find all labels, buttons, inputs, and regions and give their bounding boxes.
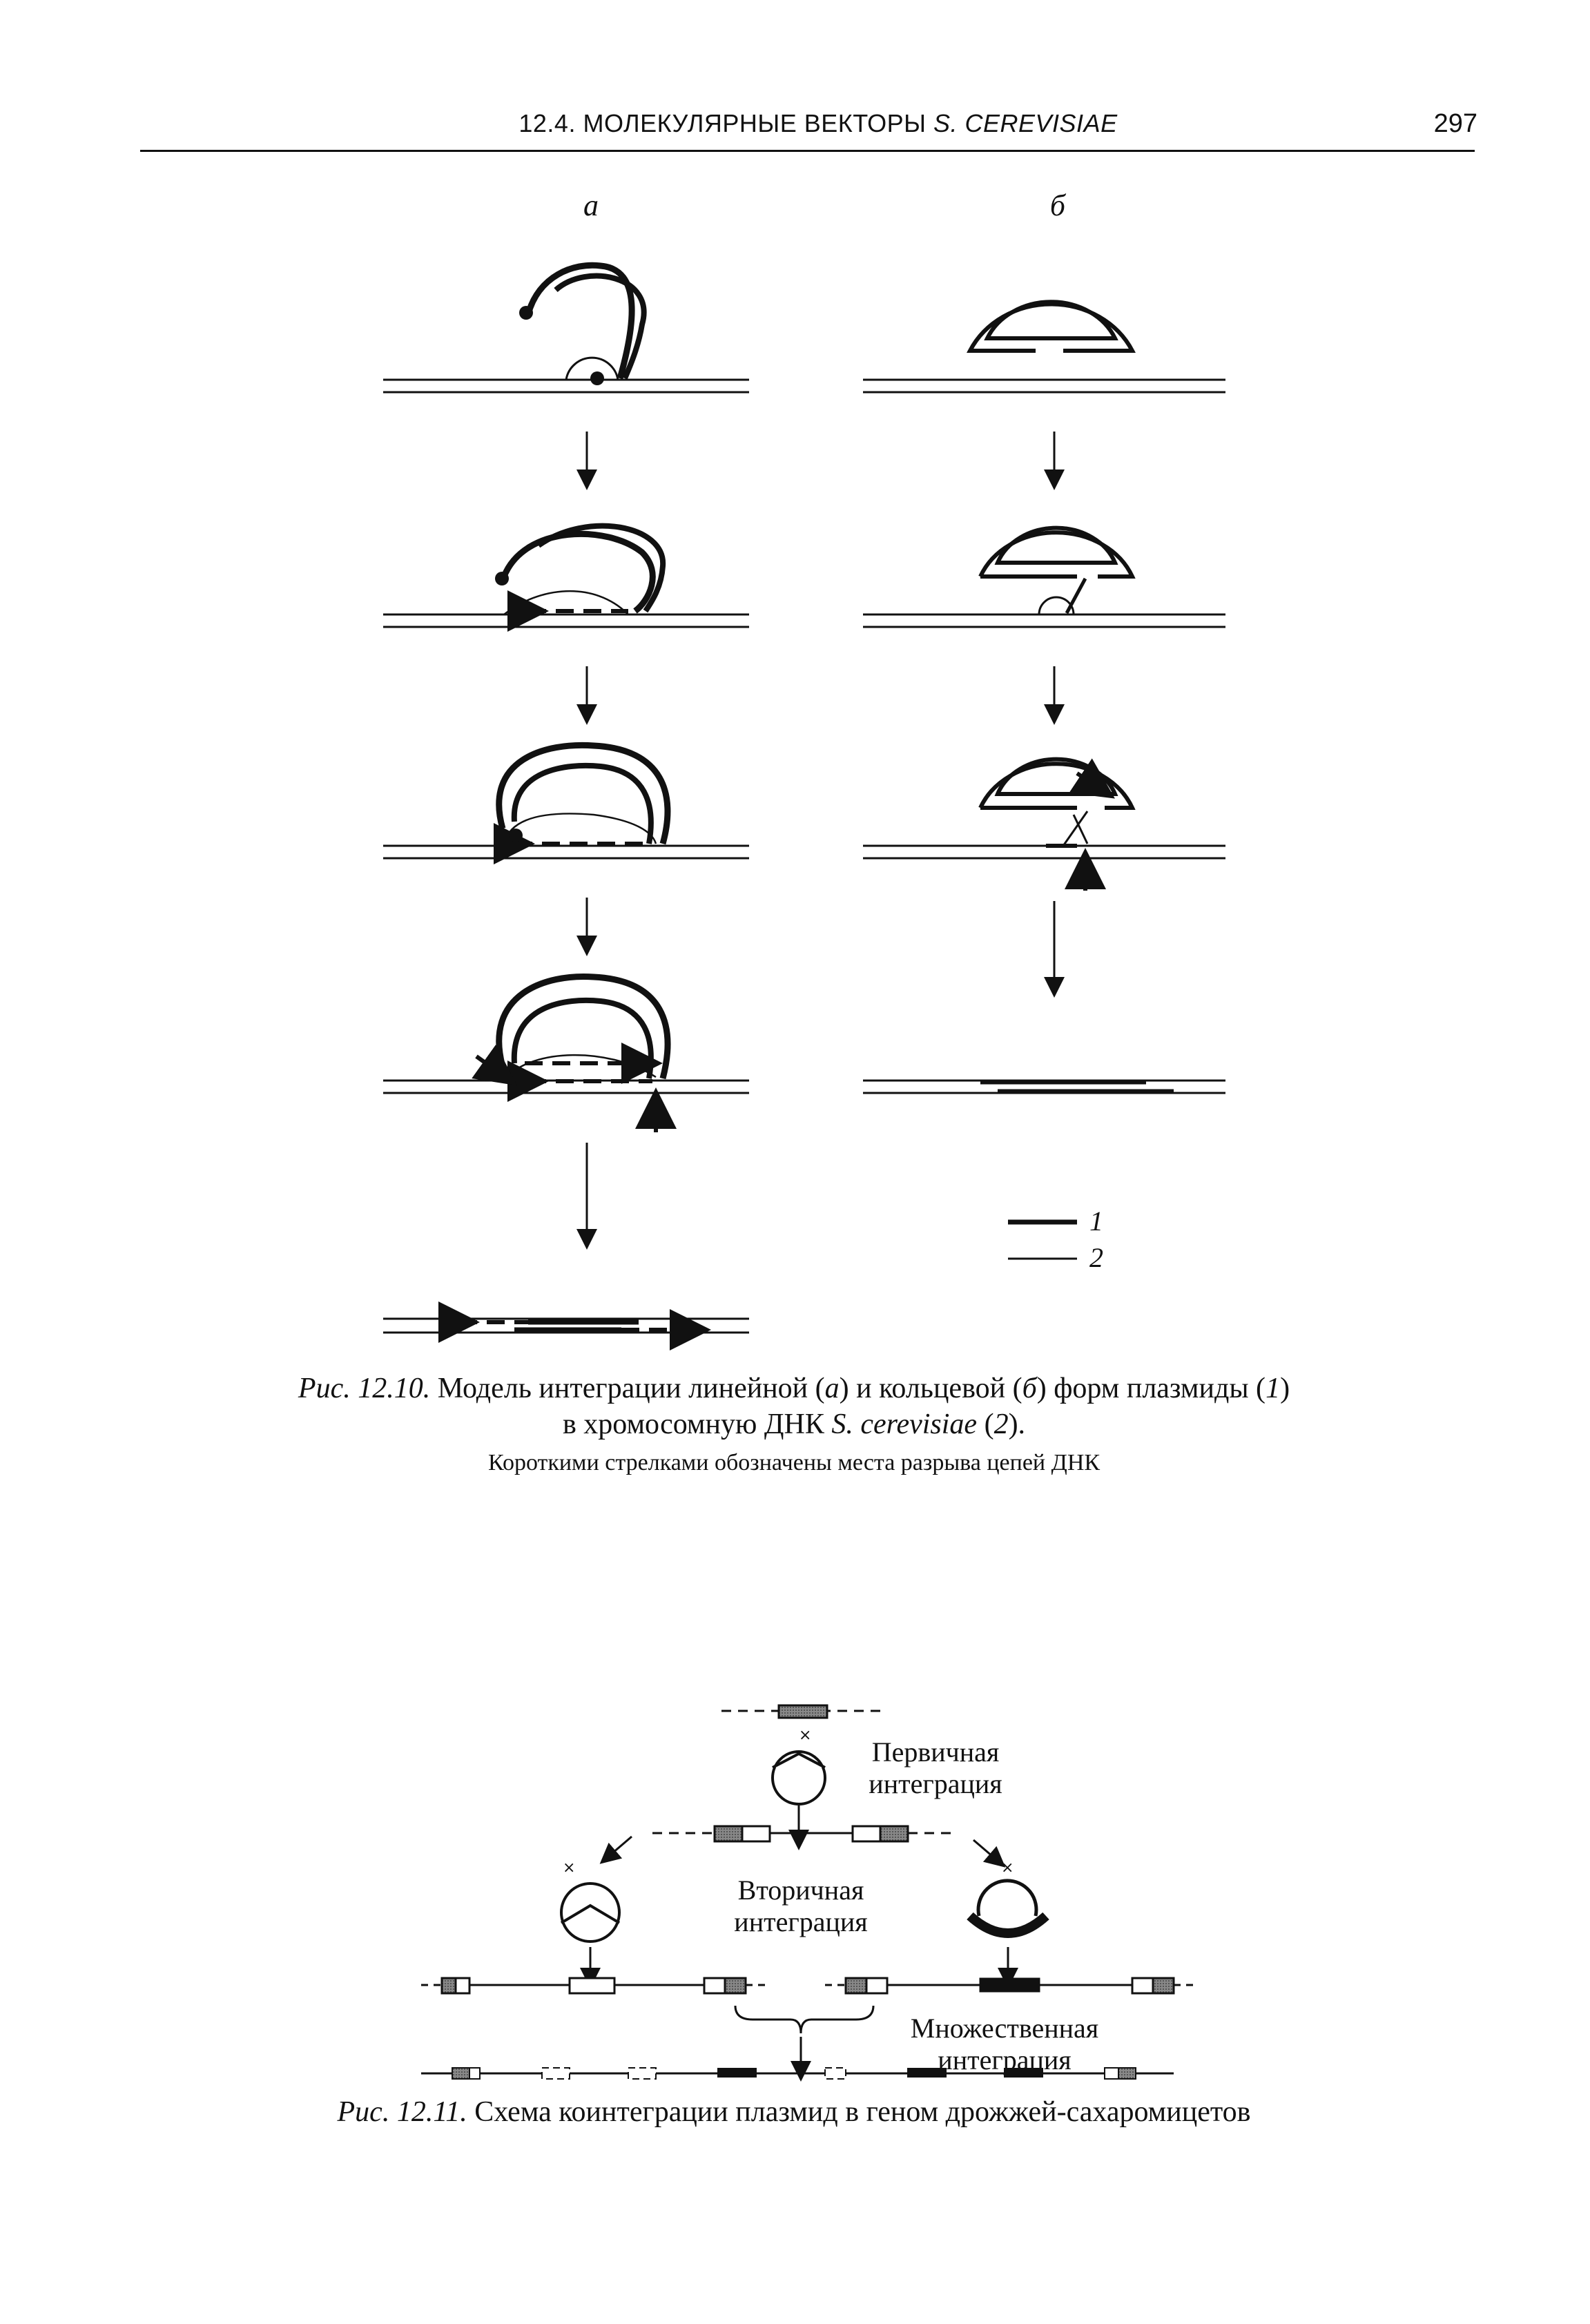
caption-line2-3: ). <box>1008 1408 1026 1440</box>
caption-line2-1: в хромосомную ДНК <box>562 1408 832 1440</box>
caption-text-3: ) форм плазмиды ( <box>1036 1373 1266 1404</box>
svg-text:×: × <box>563 1859 575 1877</box>
label-secondary-integration: Вторичная интеграция <box>734 1875 868 1937</box>
column-b-step-1 <box>863 300 1225 394</box>
label-primary-integration: Первичная интеграция <box>869 1736 1002 1799</box>
caption-species: S. cerevisiae <box>831 1408 978 1440</box>
running-head: 12.4. МОЛЕКУЛЯРНЫЕ ВЕКТОРЫ S. CEREVISIAE <box>507 109 1129 138</box>
figure-12-10-caption: Рис. 12.10. Модель интеграции линейной (… <box>249 1371 1339 1442</box>
legend-lines <box>1008 1219 1077 1260</box>
column-b-result <box>863 1079 1225 1094</box>
caption-line2-2: ( <box>977 1408 994 1440</box>
column-b-step-3 <box>863 757 1225 891</box>
header-rule <box>140 150 1475 152</box>
caption2-text: Схема коинтеграции плазмид в геном дрожж… <box>467 2096 1251 2128</box>
column-a-step-3 <box>383 742 749 864</box>
panel-label-b: б <box>1049 188 1066 222</box>
figure-12-11-caption: Рис. 12.11. Схема коинтеграции плазмид в… <box>207 2095 1381 2129</box>
caption-text-2: ) и кольцевой ( <box>839 1373 1022 1404</box>
legend-label-2: 2 <box>1089 1242 1103 1273</box>
running-head-organism: S. CEREVISIAE <box>933 109 1118 137</box>
caption-n1: 1 <box>1266 1373 1281 1404</box>
legend-label-1: 1 <box>1089 1205 1103 1237</box>
caption-a: а <box>824 1373 840 1404</box>
column-a-step-4 <box>383 973 749 1132</box>
running-head-section: 12.4. МОЛЕКУЛЯРНЫЕ ВЕКТОРЫ <box>518 109 933 137</box>
page-number: 297 <box>1433 109 1477 138</box>
svg-text:×: × <box>799 1727 811 1744</box>
column-b-step-2 <box>863 525 1225 628</box>
column-a-step-1 <box>383 262 749 394</box>
column-a-step-2 <box>383 523 749 632</box>
caption2-prefix: Рис. 12.11. <box>337 2096 467 2128</box>
caption-prefix: Рис. 12.10. <box>298 1373 431 1404</box>
caption-b: б <box>1022 1373 1037 1404</box>
panel-label-a: а <box>583 188 599 222</box>
label-multiple-integration: Множественная интеграция <box>910 2013 1099 2075</box>
svg-text:×: × <box>1001 1859 1014 1877</box>
caption-text-1: Модель интеграции линейной ( <box>430 1373 825 1404</box>
caption-n2: 2 <box>993 1408 1009 1440</box>
column-a-result <box>383 1301 749 1350</box>
caption-text-4: ) <box>1280 1373 1290 1404</box>
figure-12-10-note: Короткими стрелками обозначены места раз… <box>487 1450 1101 1475</box>
